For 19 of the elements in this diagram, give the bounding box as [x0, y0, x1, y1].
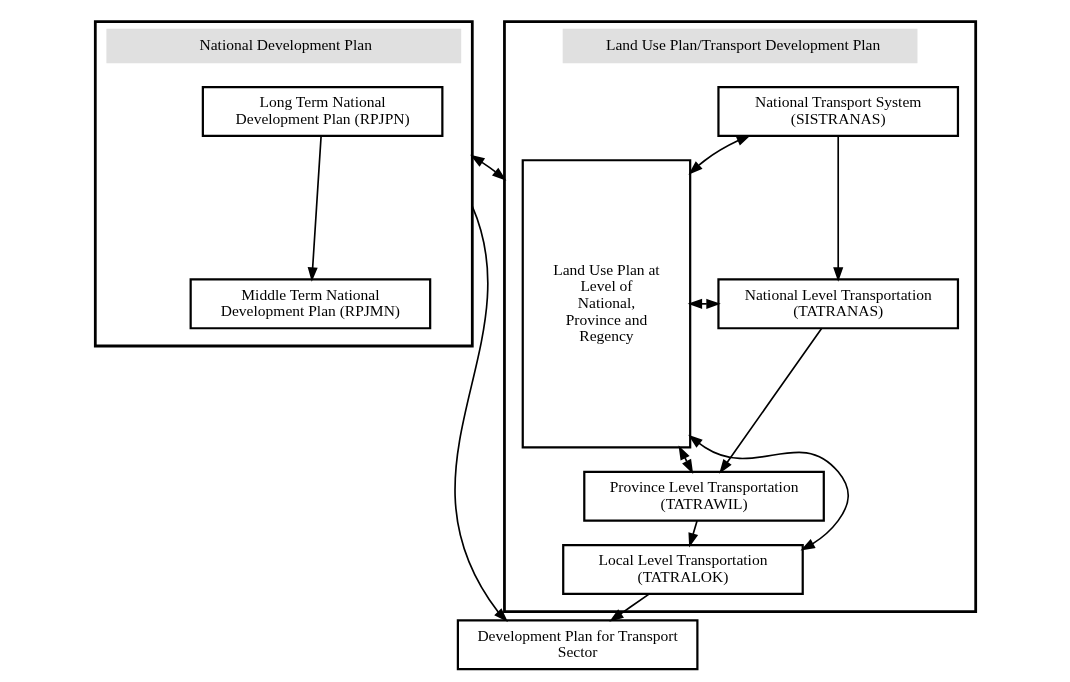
arrow: [687, 134, 751, 175]
node-box: National Transport System (SISTRANAS): [716, 85, 959, 137]
arrow: [832, 135, 843, 282]
arrow: [469, 154, 506, 181]
arrow: [608, 593, 650, 622]
arrow: [687, 298, 721, 309]
node-box: Local Level Transportation (TATRALOK): [561, 543, 804, 595]
arrow: [307, 135, 322, 282]
node-box: Middle Term National Development Plan (RPJMN): [189, 278, 431, 330]
arrow: [454, 205, 508, 623]
arrow: [687, 434, 849, 551]
node-box: National Level Transportation (TATRANAS): [716, 278, 959, 330]
arrow: [678, 445, 693, 474]
node-box: Province Level Transportation (TATRAWIL): [582, 470, 825, 522]
node-box: Land Use Plan at Level of National, Province and Regency: [521, 159, 691, 449]
node-box: Long Term National Development Plan (RPJPN): [201, 85, 443, 137]
arrow: [718, 327, 823, 474]
node-box: Development Plan for Transport Sector: [456, 619, 698, 671]
arrow: [687, 520, 698, 548]
